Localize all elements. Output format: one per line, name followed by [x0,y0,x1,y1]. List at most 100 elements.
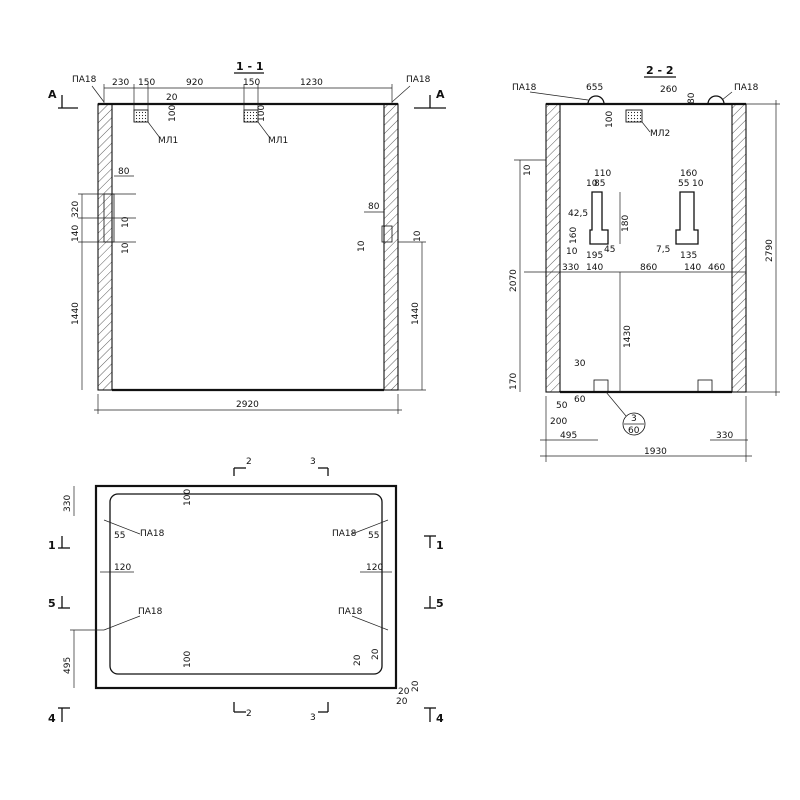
dim-860: 860 [640,263,657,273]
dim-50: 50 [556,401,568,411]
dim-80-b: 80 [368,202,380,212]
dim-330-b: 330 [716,431,733,441]
plan-dim-120-left: 120 [114,563,131,573]
dim-10-2b: 10 [692,179,704,189]
plan-dim-55-right: 55 [368,531,379,541]
dim-180: 180 [621,215,631,232]
ml1-left-label: МЛ1 [158,136,178,146]
dim-110: 110 [594,169,611,179]
right-wall-2 [731,103,747,393]
dim-330: 330 [562,263,579,273]
cut-3-bottom: 3 [310,713,316,723]
left-wall [97,103,113,391]
callout-number: 3 [631,414,637,424]
cut-4-right: 4 [436,712,444,725]
cut-1-left: 1 [48,539,56,552]
dim-10-b: 10 [121,242,131,254]
section-2-2: 2 - 2 МЛ2 ПА18 ПА18 655 260 80 100 2790 … [509,64,780,462]
cut-a-left-label: А [48,88,57,101]
plan-pa18-top-left: ПА18 [140,529,165,539]
dim-920: 920 [186,78,203,88]
pa18-label-2-left: ПА18 [512,83,537,93]
dim-195: 195 [586,251,603,261]
plan-dim-20-c: 20 [411,680,421,692]
pa18-right-label: ПА18 [406,75,431,85]
dim-140: 140 [71,225,81,242]
cut-1-right: 1 [436,539,444,552]
dim-140-a: 140 [586,263,603,273]
dim-150-b: 150 [243,78,260,88]
opening-left-2 [589,191,609,245]
dim-260: 260 [660,85,677,95]
cut-a-right-label: А [436,88,445,101]
ml1-right-label: МЛ1 [268,136,288,146]
section-1-1: 1 - 1 А А МЛ1 МЛ1 ПА18 ПА18 [48,60,446,414]
dim-140-b: 140 [684,263,701,273]
cut-5-left: 5 [48,597,56,610]
dim-200: 200 [550,417,567,427]
dim-45: 45 [604,245,615,255]
detail-callout-circle [622,412,646,436]
cut-3-top: 3 [310,457,316,467]
ml2-label: МЛ2 [650,129,670,139]
dim-100-b: 100 [257,105,267,122]
dim-2790: 2790 [765,239,775,262]
dim-655: 655 [586,83,603,93]
dim-10-2d: 10 [523,164,533,176]
dim-7-5: 7,5 [656,245,670,255]
dim-100-a: 100 [168,105,178,122]
section-1-title: 1 - 1 [236,60,264,73]
callout-sheet: 60 [628,426,640,436]
dim-230: 230 [112,78,129,88]
dim-1440-right: 1440 [411,302,421,325]
dim-135: 135 [680,251,697,261]
plan-inner-outline [109,493,383,675]
dim-2070: 2070 [509,269,519,292]
plan-dim-330: 330 [63,495,73,512]
dim-495: 495 [560,431,577,441]
cut-2-top: 2 [246,457,252,467]
dim-1430: 1430 [623,325,633,348]
dim-85: 85 [594,179,605,189]
plan-dim-120-right: 120 [366,563,383,573]
dim-160: 160 [680,169,697,179]
opening-right-2 [675,191,699,245]
plan-pa18-top-right: ПА18 [332,529,357,539]
dim-100-2: 100 [605,111,615,128]
dim-80-2: 80 [687,92,697,104]
dim-60: 60 [574,395,586,405]
cut-4-left: 4 [48,712,56,725]
dim-460: 460 [708,263,725,273]
plan-dim-20-e: 20 [398,687,410,697]
dim-20: 20 [166,93,178,103]
plan-dim-100-top: 100 [183,489,193,506]
dim-42-5: 42,5 [568,209,588,219]
right-wall [383,103,399,391]
cut-5-right: 5 [436,597,444,610]
dim-10-c: 10 [357,240,367,252]
ml2-plate [625,109,643,123]
dim-320: 320 [71,201,81,218]
dim-1930: 1930 [644,447,667,457]
dim-150-a: 150 [138,78,155,88]
plan-view: 2 3 1 1 5 5 4 4 2 3 330 495 100 100 55 5… [48,457,444,725]
lifting-loop-right [707,95,725,105]
dim-30: 30 [574,359,586,369]
cut-2-bottom: 2 [246,709,252,719]
plan-outer-outline [94,484,398,690]
pa18-label-2-right: ПА18 [734,83,759,93]
plan-dim-20-d: 20 [396,697,408,707]
dim-2920: 2920 [236,400,259,410]
ml1-plate-left [133,109,149,123]
plan-dim-20-b: 20 [371,648,381,660]
dim-170: 170 [509,373,519,390]
plan-dim-55-left: 55 [114,531,125,541]
dim-1230: 1230 [300,78,323,88]
section-2-title: 2 - 2 [646,64,674,77]
dim-80-a: 80 [118,167,130,177]
dim-55: 55 [678,179,689,189]
plan-pa18-mid-right: ПА18 [338,607,363,617]
dim-10-a: 10 [121,216,131,228]
dim-1440-left: 1440 [71,302,81,325]
